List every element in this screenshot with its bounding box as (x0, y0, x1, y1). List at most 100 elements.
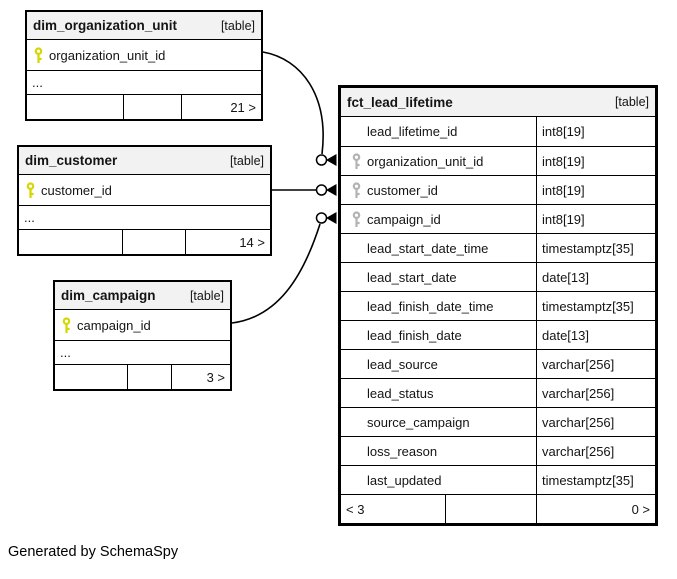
table-type-badge: [table] (189, 288, 224, 303)
column-name: customer_id (41, 182, 112, 198)
foreign-key-icon (345, 210, 367, 228)
column-type: varchar[256] (542, 356, 615, 372)
column-row-loss_reason: loss_reason varchar[256] (341, 436, 655, 465)
column-name-cell: organization_unit_id (341, 147, 537, 175)
column-row-organization_unit_id: organization_unit_id (27, 40, 261, 70)
column-row-source_campaign: source_campaign varchar[256] (341, 407, 655, 436)
column-name: lead_start_date_time (367, 240, 489, 256)
footer-middle-cell (121, 230, 185, 254)
column-row-lead_lifetime_id: lead_lifetime_id int8[19] (341, 117, 655, 146)
table-name[interactable]: dim_campaign (61, 288, 156, 303)
entity-footer: 14 > (19, 229, 270, 254)
table-type-badge: [table] (220, 18, 255, 33)
more-columns-ellipsis: ... (27, 70, 261, 94)
footer-parents-count: 3 > (170, 365, 231, 389)
column-name: lead_status (367, 385, 434, 401)
entity-dim-organization-unit[interactable]: dim_organization_unit [table] organizati… (25, 10, 263, 121)
table-name[interactable]: dim_organization_unit (33, 18, 178, 33)
entity-header[interactable]: dim_customer [table] (19, 147, 270, 175)
entity-header[interactable]: dim_organization_unit [table] (27, 12, 261, 40)
column-name: lead_lifetime_id (367, 124, 458, 139)
column-row-lead_status: lead_status varchar[256] (341, 378, 655, 407)
column-type: varchar[256] (542, 414, 615, 430)
column-type: timestamptz[35] (542, 472, 634, 488)
table-name[interactable]: fct_lead_lifetime (347, 94, 453, 110)
footer-parents-count: 21 > (181, 95, 261, 119)
column-name: lead_finish_date_time (367, 298, 494, 314)
column-name-cell: lead_finish_date (341, 321, 537, 349)
column-type: varchar[256] (542, 443, 615, 459)
primary-key-icon (19, 181, 41, 199)
foreign-key-icon (345, 152, 367, 170)
column-name-cell: source_campaign (341, 408, 537, 436)
column-name: organization_unit_id (49, 47, 166, 63)
entity-footer: 21 > (27, 94, 261, 119)
footer-children-count (55, 365, 127, 389)
column-name: campaign_id (77, 317, 151, 333)
more-columns-ellipsis: ... (19, 205, 270, 229)
column-name: lead_start_date (367, 269, 457, 285)
footer-children-count (27, 95, 123, 119)
column-name-cell: campaign_id (341, 205, 537, 233)
column-row-lead_source: lead_source varchar[256] (341, 349, 655, 378)
table-type-badge: [table] (614, 95, 649, 109)
entity-dim-customer[interactable]: dim_customer [table] customer_id...14 > (17, 145, 272, 256)
column-name-cell: last_updated (341, 466, 537, 494)
column-type: date[13] (542, 269, 589, 285)
footer-middle-cell (444, 495, 536, 523)
entity-body: organization_unit_id...21 > (27, 40, 261, 119)
column-name-cell: lead_source (341, 350, 537, 378)
entity-body: customer_id...14 > (19, 175, 270, 254)
column-name: lead_finish_date (367, 327, 462, 343)
column-name: customer_id (367, 182, 438, 198)
column-name: source_campaign (367, 414, 470, 430)
column-type: int8[19] (542, 153, 585, 169)
column-name: campaign_id (367, 211, 441, 227)
footer-children-count (19, 230, 122, 254)
column-row-lead_finish_date_time: lead_finish_date_time timestamptz[35] (341, 291, 655, 320)
column-type: int8[19] (542, 211, 585, 227)
column-type: int8[19] (542, 182, 585, 198)
column-name: lead_source (367, 356, 438, 372)
column-type: varchar[256] (542, 385, 615, 401)
entity-footer: 3 > (55, 364, 230, 389)
more-columns-ellipsis: ... (55, 340, 230, 364)
entity-header[interactable]: fct_lead_lifetime [table] (341, 88, 655, 117)
column-name: last_updated (367, 472, 442, 488)
entity-body: campaign_id...3 > (55, 310, 230, 389)
column-row-campaign_id: campaign_id int8[19] (341, 204, 655, 233)
column-name-cell: loss_reason (341, 437, 537, 465)
generated-by-label: Generated by SchemaSpy (8, 544, 179, 560)
footer-parents-count: 14 > (184, 230, 270, 254)
entity-fct-lead-lifetime[interactable]: fct_lead_lifetime [table] lead_lifetime_… (338, 85, 658, 526)
foreign-key-icon (345, 181, 367, 199)
column-row-customer_id: customer_id (19, 175, 270, 205)
column-row-organization_unit_id: organization_unit_id int8[19] (341, 146, 655, 175)
relationship-customer-id (272, 184, 337, 196)
footer-middle-cell (126, 365, 171, 389)
table-type-badge: [table] (229, 153, 264, 168)
column-name-cell: lead_lifetime_id (341, 117, 537, 146)
primary-key-icon (55, 316, 77, 334)
column-row-customer_id: customer_id int8[19] (341, 175, 655, 204)
table-name[interactable]: dim_customer (25, 153, 118, 168)
column-name-cell: customer_id (341, 176, 537, 204)
relationship-organization-unit-id (262, 51, 337, 166)
column-row-campaign_id: campaign_id (55, 310, 230, 340)
footer-middle-cell (122, 95, 182, 119)
entity-dim-campaign[interactable]: dim_campaign [table] campaign_id...3 > (53, 280, 232, 391)
column-name: organization_unit_id (367, 153, 484, 169)
column-name: loss_reason (367, 443, 438, 459)
column-type: timestamptz[35] (542, 298, 634, 314)
entity-header[interactable]: dim_campaign [table] (55, 282, 230, 310)
footer-parents-count: 0 > (535, 495, 655, 523)
column-type: int8[19] (542, 124, 585, 139)
column-name-cell: lead_finish_date_time (341, 292, 537, 320)
column-name-cell: lead_status (341, 379, 537, 407)
column-row-last_updated: last_updated timestamptz[35] (341, 465, 655, 494)
